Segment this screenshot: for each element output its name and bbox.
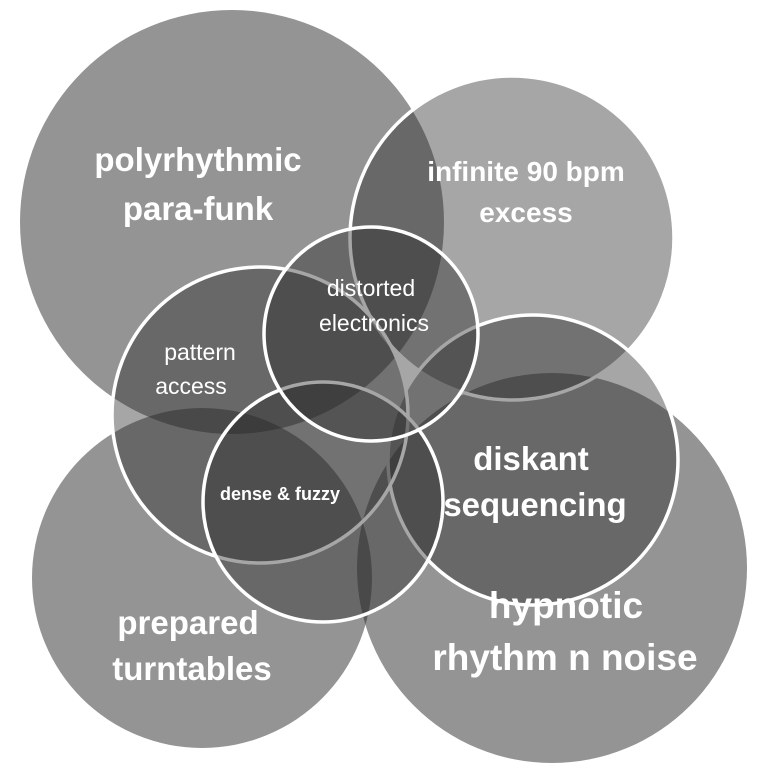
circle-distorted-electronics: [262, 225, 480, 443]
label-prepared: prepared: [117, 604, 258, 641]
label-hypnotic: hypnotic: [489, 585, 643, 626]
label-rhythm-n-noise: rhythm n noise: [432, 637, 697, 678]
label-turntables: turntables: [112, 650, 272, 687]
label-excess: excess: [479, 197, 572, 228]
circle-prepared-turntables: [32, 408, 372, 748]
label-electronics: electronics: [319, 310, 429, 336]
label-pattern: pattern: [164, 339, 236, 365]
label-access: access: [155, 373, 227, 399]
label-infinite-90-bpm: infinite 90 bpm: [427, 156, 625, 187]
label-polyrhythmic: polyrhythmic: [94, 141, 301, 178]
circle-polyrhythmic-para-funk: [20, 10, 444, 434]
label-dense-fuzzy: dense & fuzzy: [220, 484, 340, 504]
circle-diskant-sequencing: [386, 313, 680, 607]
label-para-funk: para-funk: [123, 190, 274, 227]
label-sequencing: sequencing: [443, 486, 626, 523]
label-diskant: diskant: [473, 440, 589, 477]
circle-hypnotic-rhythm-n-noise: [357, 373, 747, 763]
label-distorted: distorted: [327, 275, 415, 301]
circle-infinite-90bpm-excess: [348, 74, 676, 402]
